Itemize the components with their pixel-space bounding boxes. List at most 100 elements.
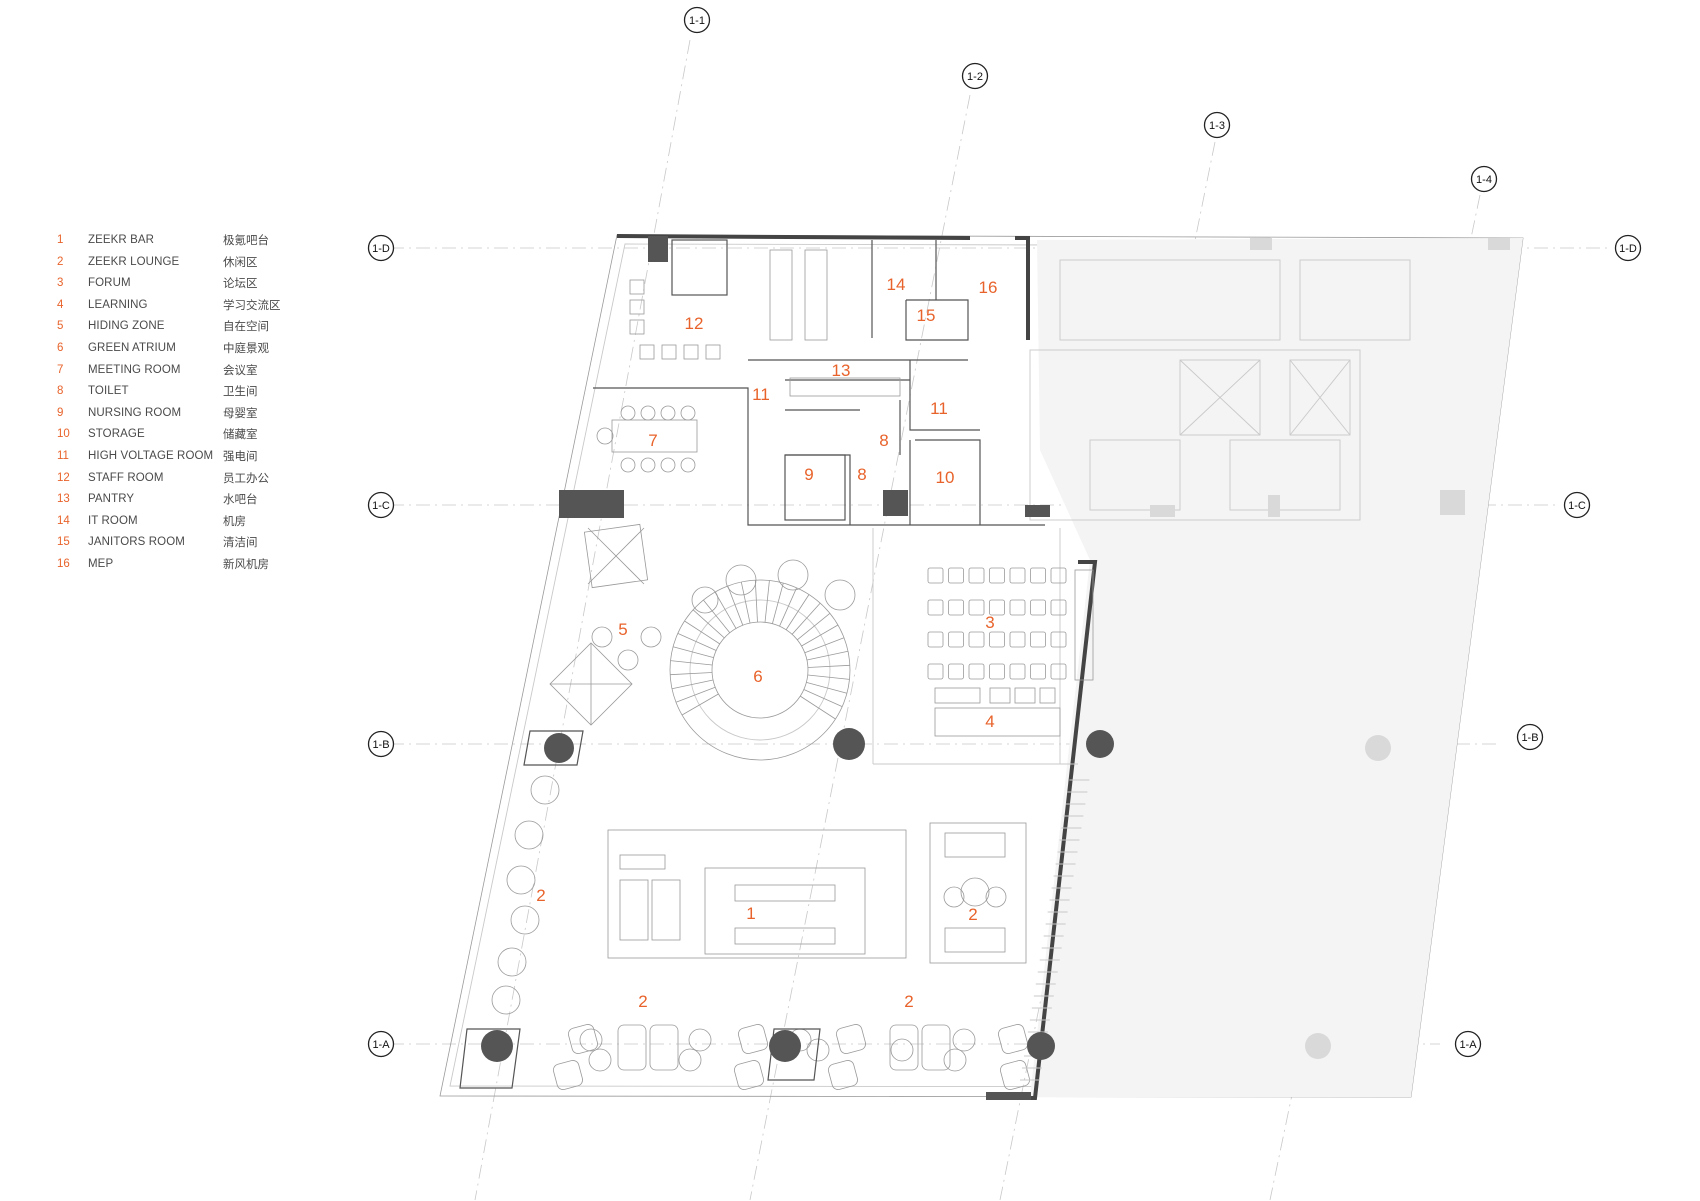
legend-en: ZEEKR BAR — [88, 234, 155, 246]
legend-row: 7 MEETING ROOM 会议室 — [57, 360, 317, 382]
legend-row: 5 HIDING ZONE 自在空间 — [57, 316, 317, 338]
legend-num: 6 — [57, 341, 64, 354]
legend-num: 13 — [57, 493, 70, 506]
room-label-15: 15 — [917, 306, 936, 325]
legend-row: 15 JANITORS ROOM 清洁间 — [57, 532, 317, 554]
room-label-3: 3 — [985, 613, 994, 632]
room-label-13: 13 — [832, 361, 851, 380]
grid-bubble-1-3: 1-3 — [1209, 120, 1225, 132]
grid-bubble-1-c-left: 1-C — [372, 500, 390, 512]
legend-num: 15 — [57, 536, 70, 549]
room-label-6: 6 — [753, 667, 762, 686]
legend-num: 7 — [57, 363, 64, 376]
legend-cn: 中庭景观 — [223, 340, 269, 355]
legend-en: GREEN ATRIUM — [88, 341, 176, 354]
legend-en: JANITORS ROOM — [88, 536, 185, 549]
learning-area — [934, 569, 1094, 737]
grid-bubble-1-1: 1-1 — [689, 15, 705, 27]
legend-num: 2 — [57, 255, 64, 268]
room-label-4: 4 — [985, 712, 994, 731]
legend-en: STAFF ROOM — [88, 471, 164, 484]
room-labels: 1 2 2 2 2 3 4 5 6 7 8 8 9 10 11 11 12 13… — [536, 275, 997, 1011]
legend-cn: 储藏室 — [223, 427, 258, 442]
lounge-seats — [491, 775, 1030, 1090]
legend-en: HIGH VOLTAGE ROOM — [88, 449, 214, 462]
legend-en: FORUM — [88, 277, 131, 290]
legend-row: 6 GREEN ATRIUM 中庭景观 — [57, 338, 317, 360]
room-label-8: 8 — [857, 465, 866, 484]
grid-bubble-1-a-left: 1-A — [372, 1039, 390, 1051]
room-label-14: 14 — [887, 275, 906, 294]
facade-fins — [1019, 779, 1090, 1081]
legend-cn: 新风机房 — [223, 556, 269, 571]
legend-en: NURSING ROOM — [88, 406, 182, 419]
pantry-counter — [789, 377, 901, 397]
grid-bubble-1-2: 1-2 — [967, 71, 983, 83]
room-label-12: 12 — [685, 314, 704, 333]
legend-row: 2 ZEEKR LOUNGE 休闲区 — [57, 252, 317, 274]
legend-cn: 会议室 — [223, 362, 258, 377]
legend-num: 3 — [57, 277, 64, 290]
room-label-1: 1 — [746, 904, 755, 923]
legend-num: 12 — [57, 471, 70, 484]
legend-row: 3 FORUM 论坛区 — [57, 273, 317, 295]
legend-en: STORAGE — [88, 428, 145, 441]
room-label-8: 8 — [879, 431, 888, 450]
legend-en: MEP — [88, 557, 114, 570]
staff-room-furniture — [629, 249, 828, 360]
grid-bubble-1-4: 1-4 — [1476, 174, 1492, 186]
heavy-walls — [559, 234, 1098, 1100]
room-label-2: 2 — [904, 992, 913, 1011]
legend-num: 1 — [57, 234, 64, 246]
zeekr-bar — [607, 829, 907, 959]
legend-num: 16 — [57, 557, 70, 570]
legend-row: 16 MEP 新风机房 — [57, 554, 317, 576]
forum-seating — [927, 567, 1067, 680]
legend-num: 10 — [57, 428, 70, 441]
legend-num: 11 — [57, 449, 69, 462]
legend-en: ZEEKR LOUNGE — [88, 255, 180, 268]
legend-cn: 休闲区 — [223, 254, 258, 269]
green-atrium — [669, 559, 856, 761]
legend-cn: 机房 — [223, 513, 246, 528]
legend-en: HIDING ZONE — [88, 320, 165, 333]
grid-bubbles: 1-1 1-2 1-3 1-4 1-D 1-D 1-C 1-C 1-B 1-B … — [367, 6, 1642, 1058]
grid-bubble-1-a-right: 1-A — [1459, 1039, 1477, 1051]
room-label-11: 11 — [752, 385, 770, 404]
lounge-sofa — [929, 822, 1027, 964]
legend-cn: 清洁间 — [223, 535, 258, 550]
room-label-10: 10 — [936, 468, 955, 487]
grid-bubble-1-d-right: 1-D — [1619, 243, 1637, 255]
service-core — [1029, 259, 1411, 521]
legend-cn: 母婴室 — [223, 405, 258, 420]
legend-en: LEARNING — [88, 298, 148, 311]
hiding-zone — [549, 523, 662, 726]
legend-num: 5 — [57, 320, 64, 333]
legend-num: 8 — [57, 385, 64, 398]
legend-cn: 自在空间 — [223, 319, 269, 334]
legend-cn: 强电间 — [223, 448, 258, 463]
room-label-2: 2 — [638, 992, 647, 1011]
room-label-5: 5 — [618, 620, 627, 639]
legend-cn: 水吧台 — [223, 492, 258, 507]
legend-cn: 学习交流区 — [223, 297, 281, 312]
room-label-2: 2 — [968, 905, 977, 924]
columns — [459, 238, 1510, 1089]
legend-en: TOILET — [88, 385, 129, 398]
room-label-7: 7 — [648, 431, 657, 450]
building-outline — [439, 234, 1524, 1098]
legend-en: MEETING ROOM — [88, 363, 181, 376]
grid-bubble-1-d-left: 1-D — [372, 243, 390, 255]
legend-cn: 论坛区 — [223, 276, 258, 291]
room-label-2: 2 — [536, 886, 545, 905]
meeting-table — [596, 405, 698, 473]
interior-walls — [593, 239, 1078, 765]
